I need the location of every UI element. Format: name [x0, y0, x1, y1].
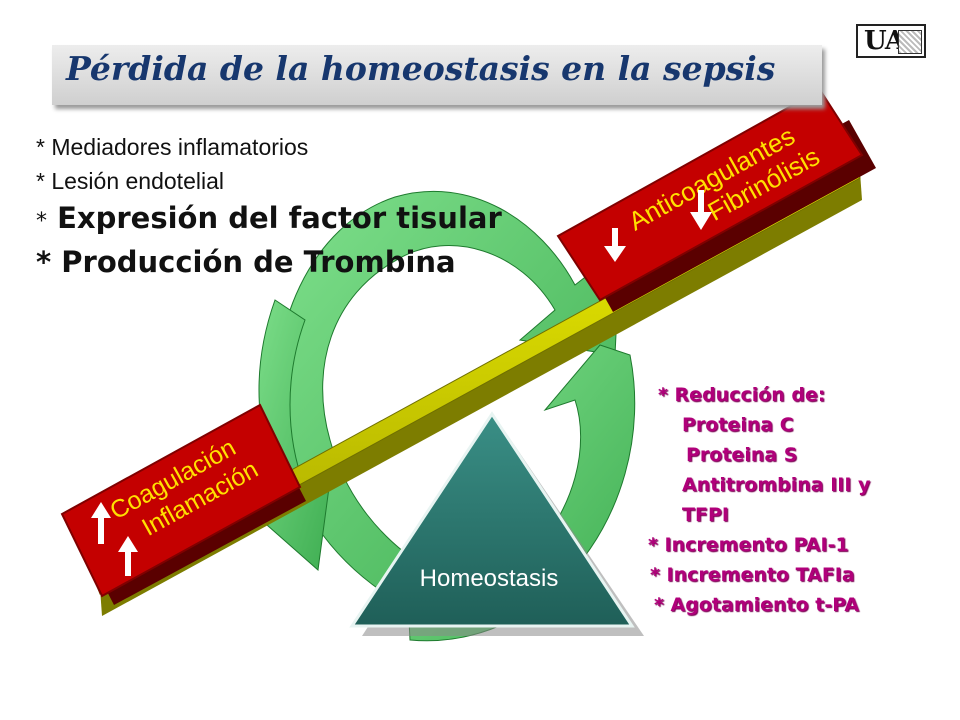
list-item: * Reducción de: [658, 384, 826, 406]
logo-emblem-icon [898, 30, 922, 54]
bullet-tissue-factor: * Expresión del factor tisular [36, 198, 502, 242]
homeostasis-label: Homeostasis [420, 565, 559, 592]
list-item: Proteina C [682, 414, 794, 436]
list-item: * Incremento TAFIa [650, 564, 855, 586]
bullet-tissue-factor-text: Expresión del factor tisular [57, 201, 502, 235]
bullet-star: * [36, 209, 47, 234]
list-item: TFPI [682, 504, 729, 526]
list-item: * Agotamiento t-PA [654, 594, 860, 616]
title-background [52, 45, 822, 105]
cycle-arrow-left [248, 299, 331, 571]
list-item: Proteina S [686, 444, 798, 466]
reduction-list: * Reducción de: Proteina C Proteina S An… [648, 380, 870, 620]
bullet-list: * Mediadores inflamatorios * Lesión endo… [36, 130, 502, 282]
bullet-thrombin: * Producción de Trombina [36, 245, 456, 279]
up-arrow-icon [91, 502, 111, 544]
bullet-mediators: * Mediadores inflamatorios [36, 134, 309, 160]
down-arrow-icon [604, 228, 626, 262]
list-item: Antitrombina III y [682, 474, 871, 496]
bullet-endothelial: * Lesión endotelial [36, 168, 224, 194]
ua-logo: UA [856, 24, 926, 58]
page-title: Pérdida de la homeostasis en la sepsis [66, 49, 776, 88]
title-banner: Pérdida de la homeostasis en la sepsis [52, 45, 822, 105]
up-arrow-icon [118, 536, 138, 576]
coagulation-box: Coagulación Inflamación [60, 403, 306, 605]
homeostasis-triangle: Homeostasis [349, 411, 644, 636]
list-item: * Incremento PAI-1 [648, 534, 849, 556]
down-arrow-icon [690, 190, 712, 230]
